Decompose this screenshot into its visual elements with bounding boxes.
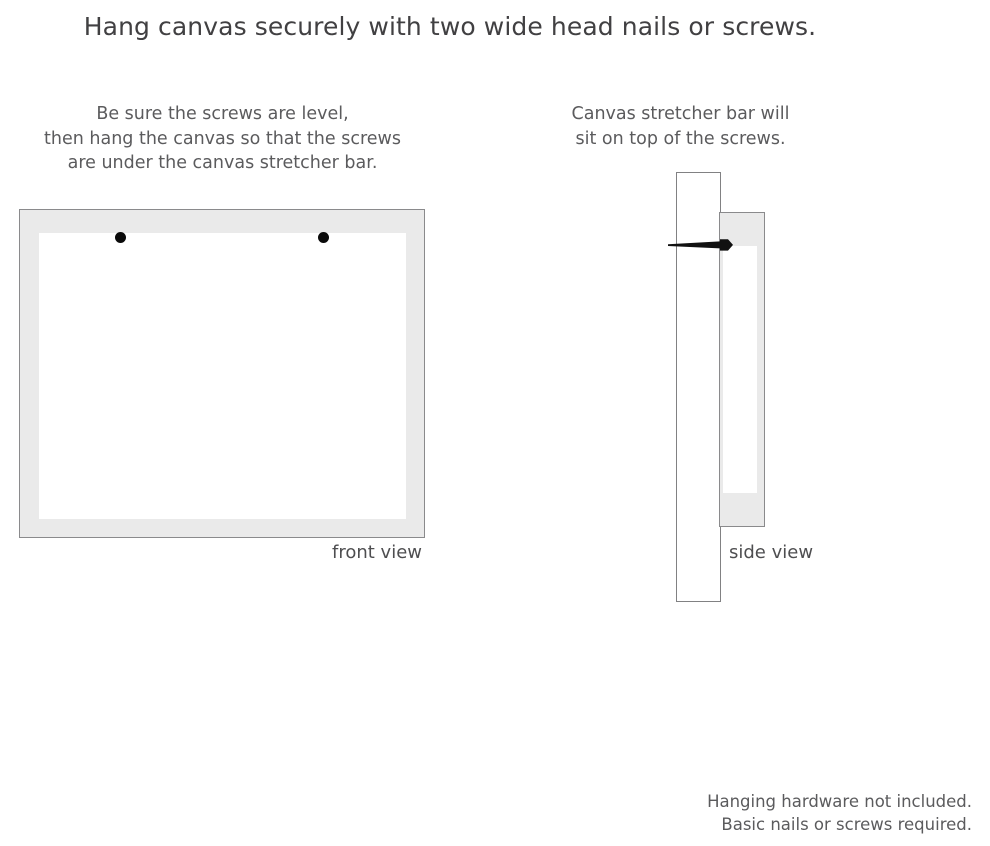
front-view-caption-line-1: Be sure the screws are level, <box>96 104 349 124</box>
front-view-label: front view <box>332 542 422 563</box>
side-view-caption: Canvas stretcher bar will sit on top of … <box>548 102 813 151</box>
page-title: Hang canvas securely with two wide head … <box>83 12 817 41</box>
front-view-caption-line-2: then hang the canvas so that the screws <box>44 128 401 149</box>
front-view-canvas-frame <box>19 209 425 538</box>
nail-icon <box>668 234 738 256</box>
front-view-canvas-face <box>39 233 406 519</box>
footer-line-1: Hanging hardware not included. <box>707 792 972 811</box>
side-view-label: side view <box>729 542 814 563</box>
front-view-left-screw-icon <box>115 232 126 243</box>
side-view-stretcher-bar <box>719 212 765 527</box>
side-view-canvas-face <box>723 246 757 493</box>
side-view-caption-line-1: Canvas stretcher bar will <box>571 104 790 124</box>
footer-line-2: Basic nails or screws required. <box>721 815 972 834</box>
front-view-right-screw-icon <box>318 232 329 243</box>
front-view-caption: Be sure the screws are level, then hang … <box>15 102 430 176</box>
side-view-caption-line-2: sit on top of the screws. <box>575 128 786 149</box>
footer-note: Hanging hardware not included. Basic nai… <box>707 790 972 836</box>
front-view-caption-line-3: are under the canvas stretcher bar. <box>67 153 378 173</box>
